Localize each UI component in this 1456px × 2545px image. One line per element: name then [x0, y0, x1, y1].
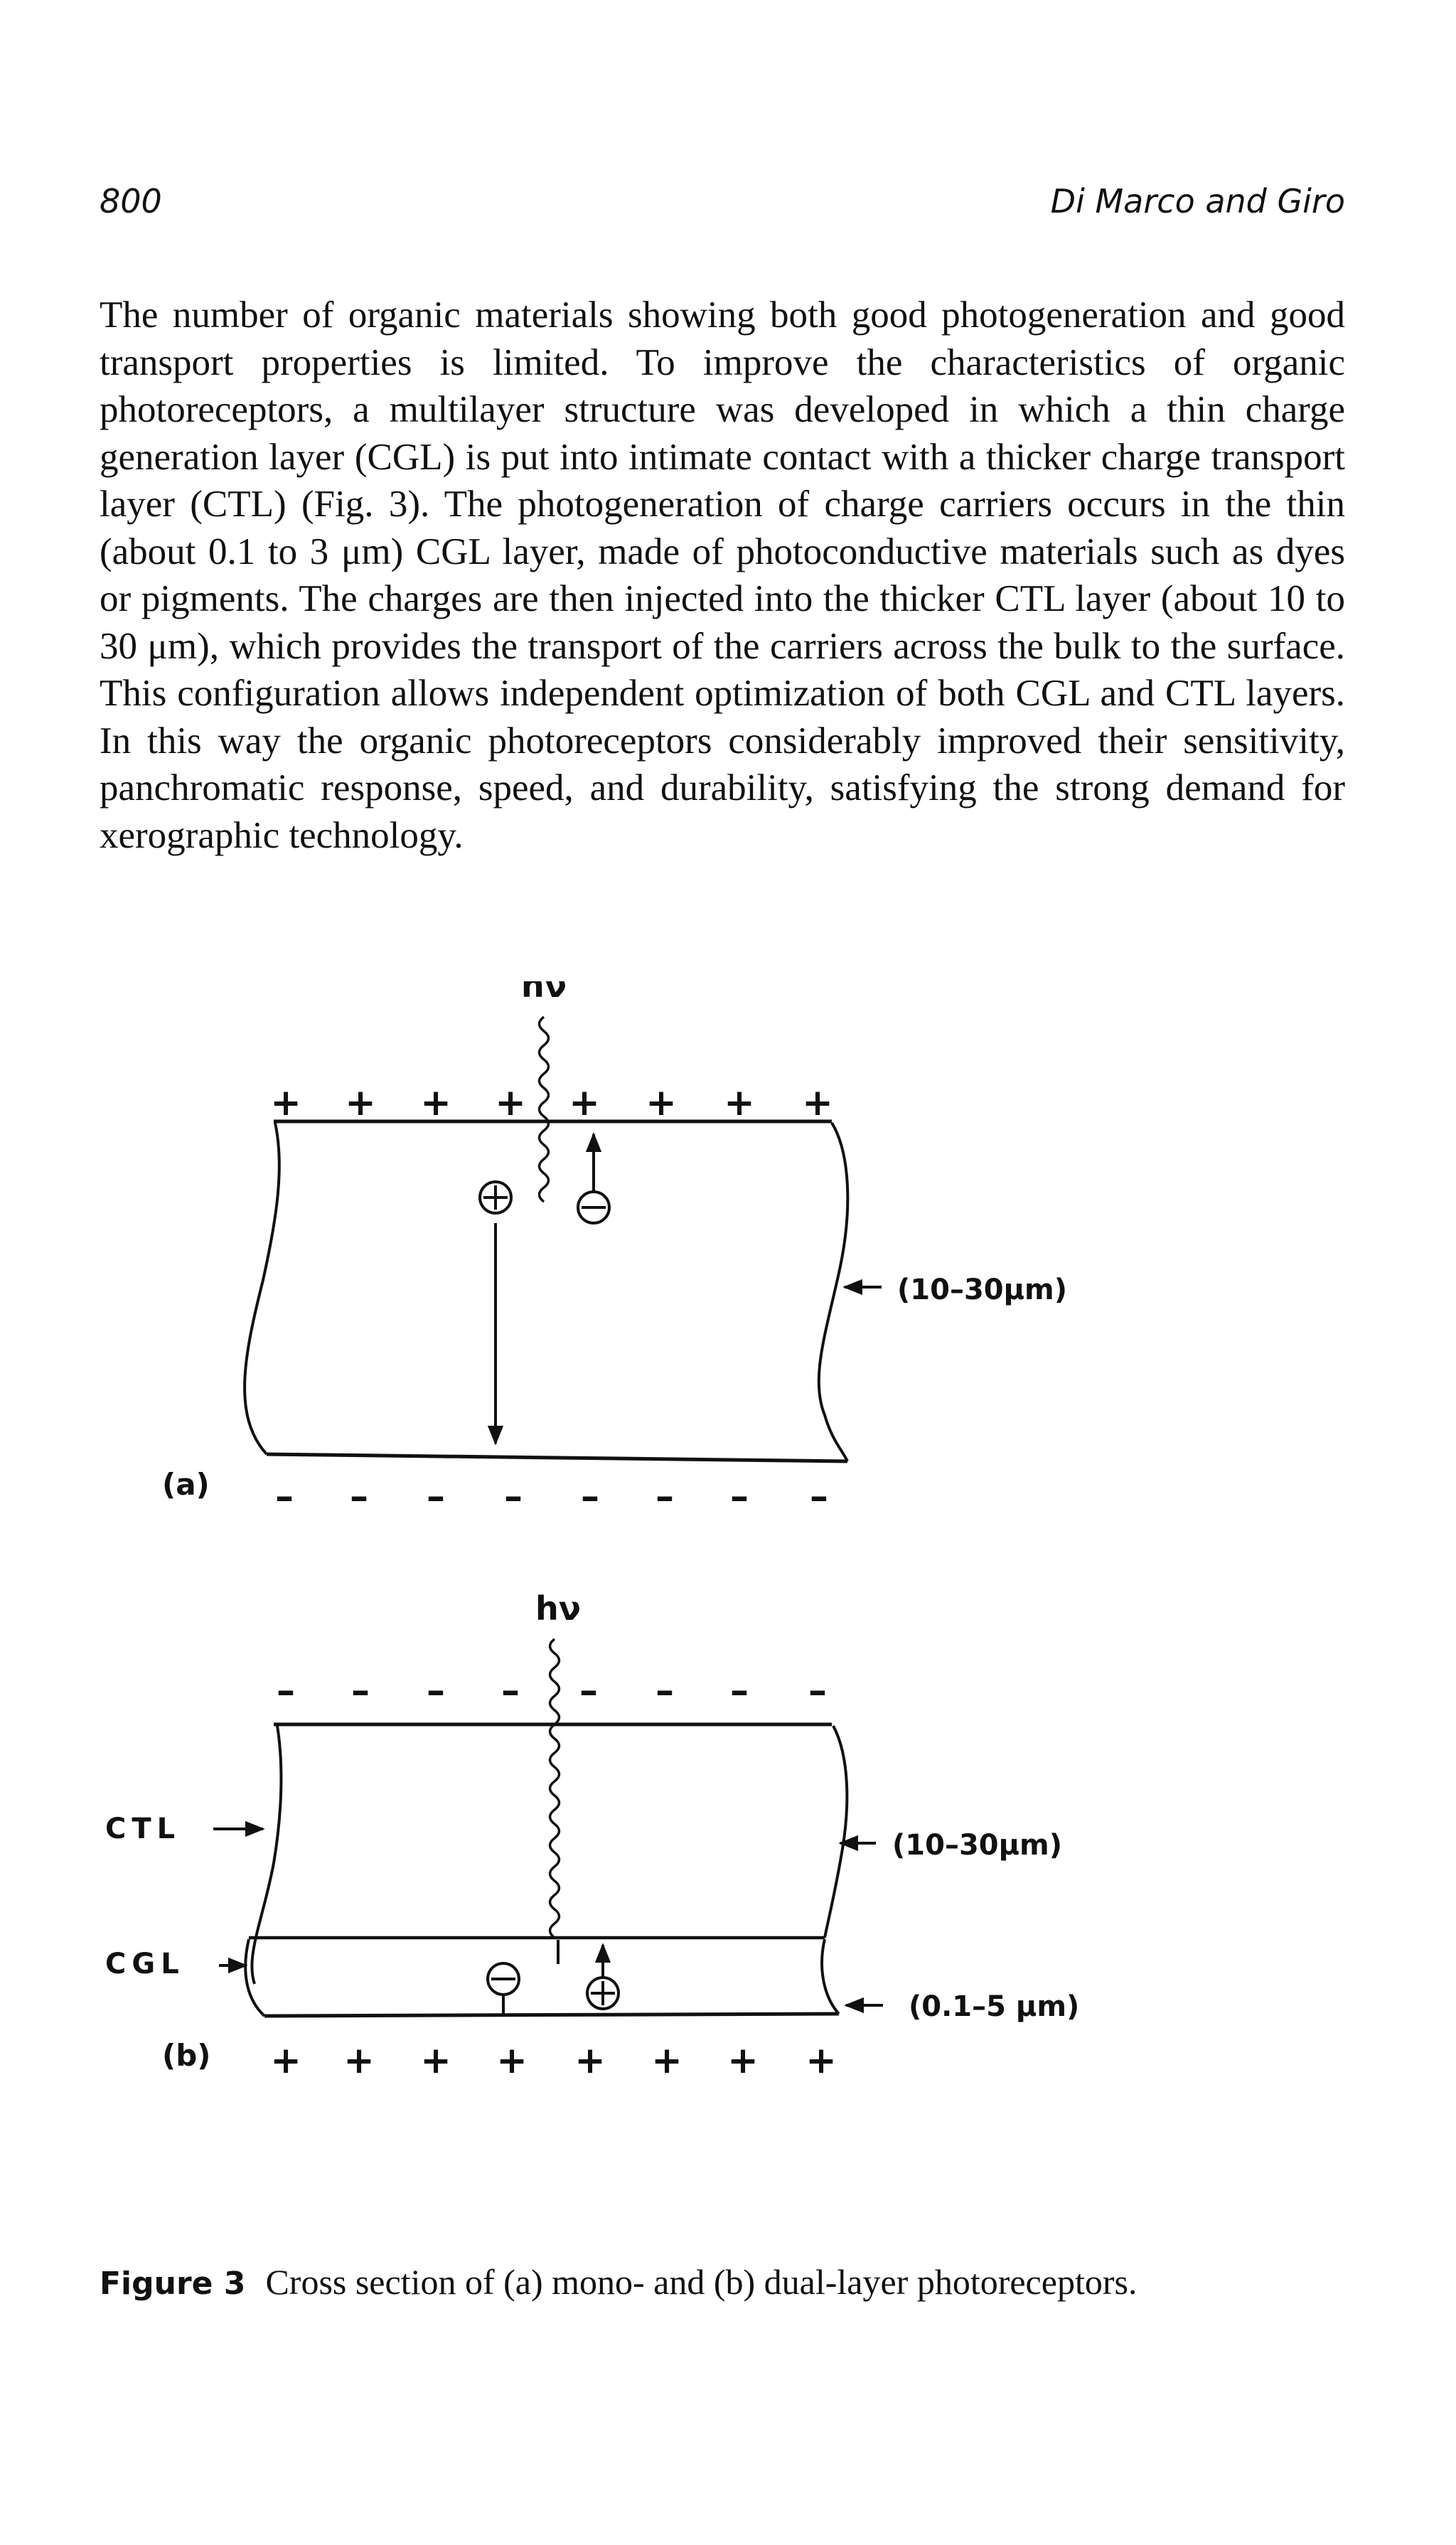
- figure-caption: Figure 3 Cross section of (a) mono- and (…: [100, 2261, 1345, 2303]
- charge-plus: +: [569, 1082, 600, 1124]
- charge-minus: –: [427, 1670, 445, 1712]
- panel-b-bottom-charges: + + + + + + + +: [270, 2039, 837, 2082]
- figure-3: hν + + + + + + + +: [0, 981, 1456, 2261]
- page-header: 800 Di Marco and Giro: [100, 182, 1345, 232]
- ctl-label: CTL: [105, 1813, 181, 1845]
- charge-minus: –: [655, 1670, 674, 1712]
- cgl-bottom-edge: [264, 2012, 840, 2018]
- charge-minus: –: [808, 1670, 827, 1712]
- charge-plus: +: [495, 1082, 526, 1124]
- charge-plus: +: [270, 1082, 301, 1124]
- charge-minus: –: [351, 1670, 370, 1712]
- light-ray-b: [548, 1638, 561, 1939]
- charge-plus: +: [574, 2039, 606, 2082]
- figure-caption-label: Figure 3: [100, 2266, 246, 2302]
- running-head: Di Marco and Giro: [1050, 182, 1345, 220]
- charge-plus: +: [727, 2039, 759, 2082]
- charge-minus: –: [275, 1476, 294, 1518]
- ctl-thickness-label: (10–30μm): [892, 1829, 1062, 1862]
- panel-a-top-charges: + + + + + + + +: [270, 1082, 833, 1124]
- layer-bottom-edge: [266, 1452, 848, 1463]
- charge-minus: –: [730, 1670, 749, 1712]
- panel-b-label: (b): [162, 2038, 210, 2073]
- panel-a-diagram: hν + + + + + + + +: [162, 981, 1067, 1518]
- charge-minus: –: [655, 1476, 674, 1518]
- hole-symbol-a: [478, 1180, 513, 1215]
- hole-symbol-b: [586, 1976, 620, 2010]
- light-ray-a: [537, 1015, 550, 1203]
- page-number: 800: [100, 182, 162, 220]
- charge-minus: –: [427, 1476, 445, 1518]
- panel-a-light-label: hν: [521, 981, 567, 1005]
- body-paragraph: The number of organic materials showing …: [100, 294, 1345, 856]
- charge-plus: +: [651, 2039, 682, 2082]
- charge-plus: +: [724, 1082, 755, 1124]
- charge-plus: +: [496, 2039, 528, 2082]
- charge-minus: –: [504, 1476, 523, 1518]
- ctl-right-break: [823, 1725, 849, 1938]
- charge-plus: +: [420, 2039, 451, 2082]
- cgl-right-break: [820, 1938, 840, 2015]
- charge-plus: +: [802, 1082, 833, 1124]
- charge-plus: +: [343, 2039, 375, 2082]
- charge-minus: –: [579, 1670, 598, 1712]
- panel-b-diagram: hν – – – – – – – –: [105, 1589, 1079, 2082]
- panel-b-light-label: hν: [535, 1589, 581, 1628]
- figure-caption-text: Cross section of (a) mono- and (b) dual-…: [265, 2262, 1138, 2302]
- layer-right-break: [817, 1121, 850, 1462]
- charge-plus: +: [420, 1082, 451, 1124]
- cgl-label: CGL: [105, 1948, 185, 1980]
- charge-minus: –: [277, 1670, 295, 1712]
- cgl-left-break: [244, 1938, 266, 2017]
- charge-minus: –: [350, 1476, 368, 1518]
- thickness-label-a: (10–30μm): [897, 1274, 1067, 1306]
- ctl-left-break: [250, 1725, 283, 1985]
- charge-plus: +: [805, 2039, 837, 2082]
- charge-minus: –: [730, 1476, 749, 1518]
- panel-a-bottom-charges: – – – – – – – –: [275, 1476, 828, 1518]
- panel-a-label: (a): [162, 1467, 210, 1502]
- charge-minus: –: [501, 1670, 520, 1712]
- charge-minus: –: [581, 1476, 599, 1518]
- layer-left-break: [243, 1122, 281, 1456]
- panel-b-top-charges: – – – – – – – –: [277, 1670, 827, 1712]
- charge-plus: +: [646, 1082, 677, 1124]
- charge-minus: –: [810, 1476, 828, 1518]
- cgl-thickness-label: (0.1–5 μm): [909, 1990, 1079, 2023]
- charge-plus: +: [345, 1082, 376, 1124]
- charge-plus: +: [270, 2039, 301, 2082]
